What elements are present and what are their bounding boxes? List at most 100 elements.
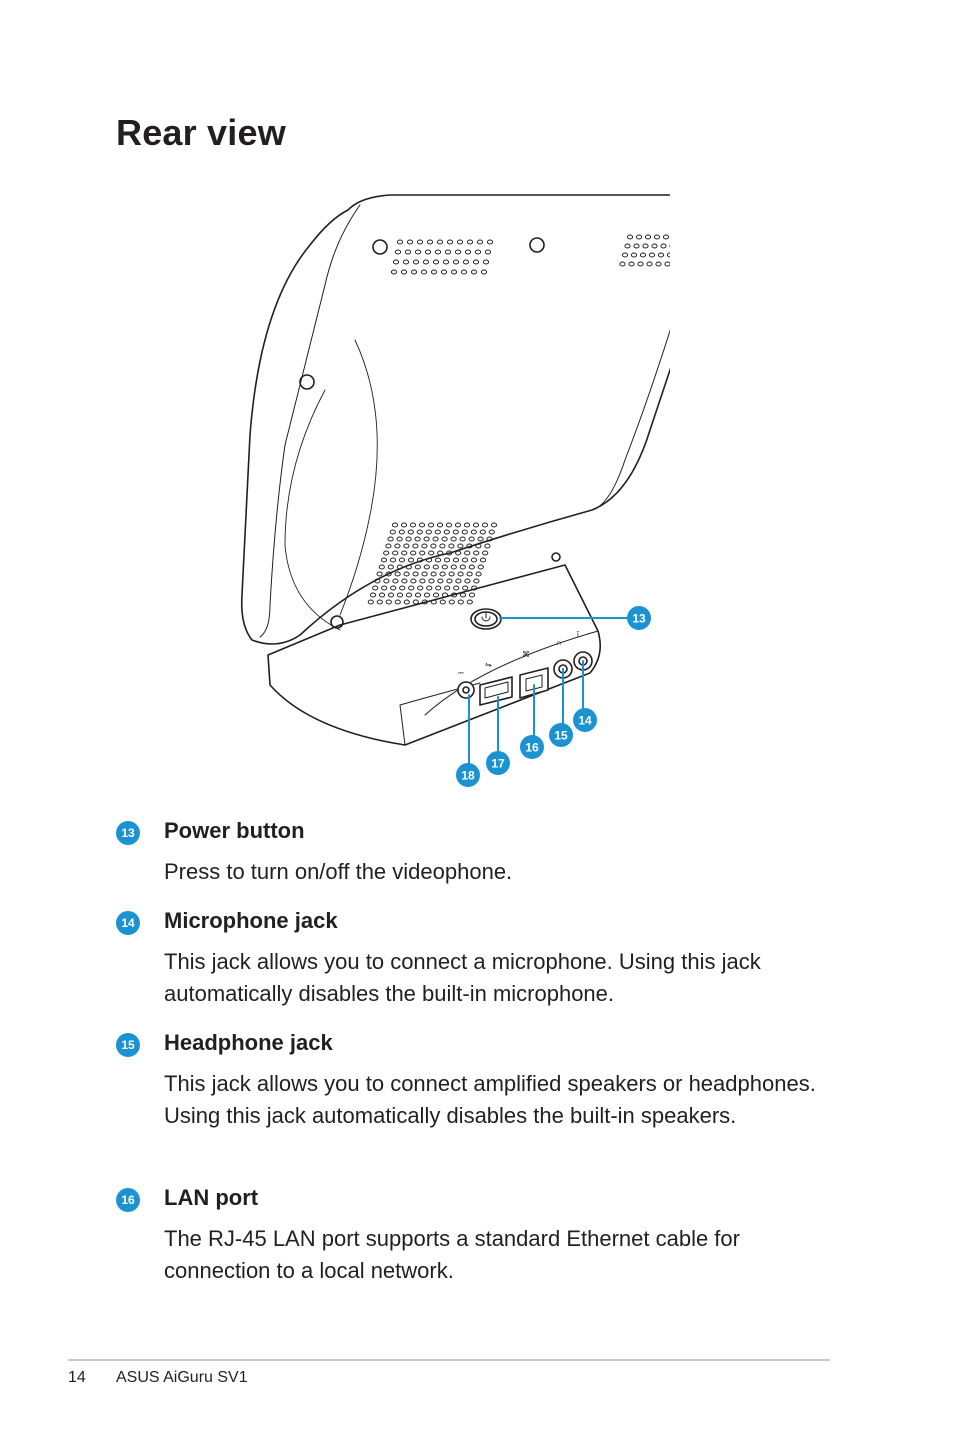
footer-divider bbox=[68, 1359, 830, 1361]
grill-hole bbox=[479, 529, 486, 535]
grill-hole bbox=[457, 571, 464, 577]
grill-hole bbox=[385, 571, 392, 577]
grill-hole bbox=[432, 259, 440, 265]
grill-hole bbox=[406, 239, 414, 245]
grill-hole bbox=[486, 239, 494, 245]
grill-hole bbox=[481, 522, 489, 528]
grill-hole bbox=[475, 571, 482, 577]
grill-hole bbox=[378, 592, 386, 598]
svg-text:16: 16 bbox=[525, 741, 539, 755]
grill-hole bbox=[464, 249, 472, 255]
grill-hole bbox=[396, 536, 403, 542]
grill-hole bbox=[409, 522, 417, 528]
grill-hole bbox=[479, 557, 487, 563]
grill-hole bbox=[450, 564, 457, 570]
grill-hole bbox=[408, 585, 415, 591]
grill-hole bbox=[421, 571, 428, 577]
grill-hole bbox=[470, 557, 478, 563]
grill-hole bbox=[412, 259, 420, 265]
grill-hole bbox=[446, 578, 453, 584]
grill-hole bbox=[394, 571, 401, 577]
grill-hole bbox=[477, 536, 484, 542]
grill-hole bbox=[660, 243, 667, 249]
grill-hole bbox=[472, 259, 480, 265]
grill-hole bbox=[396, 239, 404, 245]
grill-hole bbox=[427, 522, 435, 528]
grill-hole bbox=[436, 239, 444, 245]
grill-hole bbox=[403, 571, 410, 577]
grill-hole bbox=[383, 550, 390, 556]
grill-hole bbox=[432, 564, 439, 570]
grill-hole bbox=[454, 249, 462, 255]
svg-text:15: 15 bbox=[554, 729, 568, 743]
item-title: Power button bbox=[164, 818, 305, 843]
grill-hole bbox=[463, 522, 471, 528]
grill-hole bbox=[380, 557, 388, 563]
grill-hole bbox=[385, 599, 392, 605]
grill-hole bbox=[628, 261, 635, 267]
footer-page-number: 14 bbox=[68, 1369, 86, 1386]
grill-hole bbox=[464, 550, 471, 556]
grill-hole bbox=[440, 269, 448, 275]
grill-hole bbox=[410, 578, 417, 584]
grill-hole bbox=[402, 259, 410, 265]
grill-hole bbox=[452, 259, 460, 265]
grill-hole bbox=[432, 536, 439, 542]
grill-hole bbox=[428, 550, 435, 556]
grill-hole bbox=[468, 536, 475, 542]
grill-hole bbox=[444, 249, 452, 255]
grill-hole bbox=[480, 269, 488, 275]
grill-hole bbox=[644, 234, 652, 240]
svg-text:14: 14 bbox=[578, 714, 592, 728]
grill-hole bbox=[430, 269, 438, 275]
grill-hole bbox=[637, 261, 644, 267]
grill-hole bbox=[425, 557, 433, 563]
grill-hole bbox=[448, 543, 455, 549]
footer-product-name: ASUS AiGuru SV1 bbox=[116, 1369, 248, 1386]
grill-hole bbox=[468, 592, 476, 598]
grill-hole bbox=[621, 252, 629, 258]
grill-hole bbox=[450, 592, 458, 598]
grill-hole bbox=[445, 522, 453, 528]
grill-hole bbox=[403, 543, 410, 549]
grill-hole bbox=[459, 592, 467, 598]
grill-hole bbox=[488, 529, 495, 535]
grill-hole bbox=[452, 529, 459, 535]
grill-hole bbox=[470, 529, 477, 535]
grill-hole bbox=[435, 585, 442, 591]
grill-hole bbox=[443, 557, 451, 563]
item-number-badge: 15 bbox=[116, 1033, 140, 1057]
grill-hole bbox=[398, 557, 406, 563]
grill-hole bbox=[416, 239, 424, 245]
grill-hole bbox=[421, 599, 428, 605]
usb-port: ⇋ bbox=[479, 660, 513, 706]
grill-hole bbox=[624, 243, 631, 249]
grill-hole bbox=[430, 571, 437, 577]
grill-hole bbox=[394, 249, 402, 255]
grill-hole bbox=[394, 599, 401, 605]
grill-hole bbox=[441, 536, 448, 542]
grill-hole bbox=[653, 234, 661, 240]
power-icon bbox=[481, 612, 491, 622]
grill-hole bbox=[439, 599, 446, 605]
grill-hole bbox=[434, 249, 442, 255]
grill-hole bbox=[456, 239, 464, 245]
grill-hole bbox=[662, 234, 670, 240]
grill-hole bbox=[430, 599, 437, 605]
grill-hole bbox=[639, 252, 647, 258]
grill-hole bbox=[367, 599, 374, 605]
lan-icon: ⌘ bbox=[522, 650, 530, 659]
grill-hole bbox=[420, 269, 428, 275]
callout-15: 15 bbox=[549, 723, 573, 747]
grill-hole bbox=[648, 252, 656, 258]
grill-hole bbox=[462, 585, 469, 591]
grill-hole bbox=[378, 564, 385, 570]
page-title: Rear view bbox=[116, 112, 286, 153]
grill-hole bbox=[426, 585, 433, 591]
grill-hole bbox=[484, 249, 492, 255]
grill-hole bbox=[434, 557, 442, 563]
grill-hole bbox=[426, 239, 434, 245]
grill-hole bbox=[446, 239, 454, 245]
grill-hole bbox=[470, 269, 478, 275]
grill-hole bbox=[423, 536, 430, 542]
